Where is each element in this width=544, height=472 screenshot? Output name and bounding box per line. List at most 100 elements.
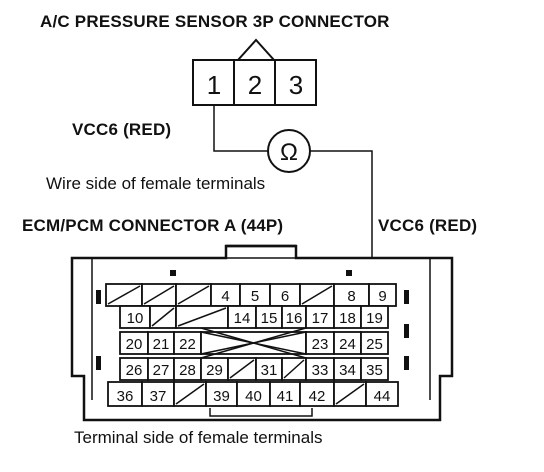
ecm-cell: 34 xyxy=(333,357,362,381)
ohmmeter-icon: Ω xyxy=(267,129,311,173)
ecm-cell xyxy=(149,305,177,329)
ecm-cell: 39 xyxy=(205,381,238,407)
ecm-terminal-14: 14 xyxy=(234,310,251,327)
unused-terminal-slash xyxy=(107,285,141,305)
ecm-cell: 41 xyxy=(269,381,301,407)
ecm-terminal-10: 10 xyxy=(127,310,144,327)
ecm-cell xyxy=(333,381,367,407)
sensor-connector-icon xyxy=(192,38,317,106)
ecm-cell: 20 xyxy=(119,331,149,355)
ecm-terminal-17: 17 xyxy=(312,310,329,327)
sensor-connector-title: A/C PRESSURE SENSOR 3P CONNECTOR xyxy=(40,12,390,31)
unused-terminal-slash xyxy=(143,285,175,305)
ecm-terminal-39: 39 xyxy=(213,388,230,405)
ecm-terminal-grid: 4 5 6 8 9 10 14 15 16 17 18 19 20 21 22 23 24 25 26 27 28 29 3… xyxy=(105,283,399,407)
ecm-cell: 8 xyxy=(333,283,370,307)
vcc6-right-label: VCC6 (RED) xyxy=(378,216,478,235)
ecm-cell: 28 xyxy=(173,357,202,381)
ecm-terminal-16: 16 xyxy=(286,310,303,327)
unused-terminal-slash xyxy=(229,359,255,379)
ecm-cell: 36 xyxy=(107,381,143,407)
ecm-terminal-22: 22 xyxy=(179,336,196,353)
ecm-cell: 40 xyxy=(236,381,271,407)
ecm-cell xyxy=(299,283,335,307)
ecm-terminal-5: 5 xyxy=(251,288,259,305)
ecm-terminal-25: 25 xyxy=(366,336,383,353)
ecm-cell: 25 xyxy=(360,331,389,355)
ecm-cell xyxy=(173,381,207,407)
ecm-cell xyxy=(281,357,307,381)
ecm-terminal-21: 21 xyxy=(153,336,170,353)
ecm-cell xyxy=(175,283,212,307)
unused-terminal-slash xyxy=(175,383,205,405)
ecm-cell: 21 xyxy=(147,331,175,355)
wire-side-caption: Wire side of female terminals xyxy=(46,174,266,193)
unused-terminal-slash xyxy=(177,285,210,305)
ecm-terminal-27: 27 xyxy=(153,362,170,379)
ecm-terminal-37: 37 xyxy=(150,388,167,405)
ecm-cell: 10 xyxy=(119,305,151,329)
ecm-terminal-40: 40 xyxy=(245,388,262,405)
ecm-cell: 33 xyxy=(305,357,335,381)
ecm-cell: 37 xyxy=(141,381,175,407)
sensor-pin-1: 1 xyxy=(207,70,221,100)
ecm-cell xyxy=(141,283,177,307)
ecm-terminal-9: 9 xyxy=(378,288,386,305)
sensor-pin-2: 2 xyxy=(248,70,262,100)
unused-terminal-slash xyxy=(177,307,227,327)
unused-terminal-slash xyxy=(283,359,305,379)
ecm-terminal-33: 33 xyxy=(312,362,329,379)
sensor-pin-3: 3 xyxy=(289,70,303,100)
ecm-cell: 27 xyxy=(147,357,175,381)
ecm-cell: 44 xyxy=(365,381,399,407)
ecm-cell: 24 xyxy=(333,331,362,355)
ecm-cell: 23 xyxy=(305,331,335,355)
ecm-terminal-42: 42 xyxy=(309,388,326,405)
ecm-cell: 15 xyxy=(255,305,283,329)
vcc6-left-label: VCC6 (RED) xyxy=(72,120,172,139)
ecm-cell: 19 xyxy=(360,305,389,329)
ecm-cell: 18 xyxy=(333,305,362,329)
unused-terminal-slash xyxy=(151,307,175,327)
ecm-terminal-23: 23 xyxy=(312,336,329,353)
ecm-terminal-20: 20 xyxy=(126,336,143,353)
latch-tabs xyxy=(96,270,409,370)
ecm-connector-title: ECM/PCM CONNECTOR A (44P) xyxy=(22,216,284,235)
ecm-terminal-24: 24 xyxy=(339,336,356,353)
ecm-terminal-19: 19 xyxy=(366,310,383,327)
ecm-terminal-41: 41 xyxy=(277,388,294,405)
unused-terminal-slash xyxy=(335,383,365,405)
ecm-cell xyxy=(227,357,257,381)
ecm-cell: 16 xyxy=(281,305,307,329)
ecm-cell: 6 xyxy=(269,283,301,307)
ecm-cell: 42 xyxy=(299,381,335,407)
ecm-terminal-29: 29 xyxy=(206,362,223,379)
unused-terminal-slash xyxy=(301,285,333,305)
ecm-terminal-15: 15 xyxy=(261,310,278,327)
ecm-cell: 17 xyxy=(305,305,335,329)
ecm-terminal-31: 31 xyxy=(261,362,278,379)
ecm-terminal-18: 18 xyxy=(339,310,356,327)
ecm-terminal-28: 28 xyxy=(179,362,196,379)
ecm-terminal-35: 35 xyxy=(366,362,383,379)
ecm-terminal-6: 6 xyxy=(281,288,289,305)
ecm-terminal-34: 34 xyxy=(339,362,356,379)
ecm-cell: 9 xyxy=(368,283,397,307)
ecm-cell: 31 xyxy=(255,357,283,381)
ecm-terminal-44: 44 xyxy=(374,388,391,405)
test-wires xyxy=(213,105,373,284)
ecm-cell: 26 xyxy=(119,357,149,381)
ecm-terminal-26: 26 xyxy=(126,362,143,379)
ecm-terminal-4: 4 xyxy=(221,288,229,305)
ecm-cell: 35 xyxy=(360,357,389,381)
ecm-cell: 5 xyxy=(239,283,271,307)
terminal-side-caption: Terminal side of female terminals xyxy=(74,428,323,447)
ecm-cell: 29 xyxy=(200,357,229,381)
ecm-terminal-8: 8 xyxy=(347,288,355,305)
ecm-cell: 4 xyxy=(210,283,241,307)
ecm-cell: 14 xyxy=(227,305,257,329)
ohm-symbol: Ω xyxy=(280,139,298,166)
